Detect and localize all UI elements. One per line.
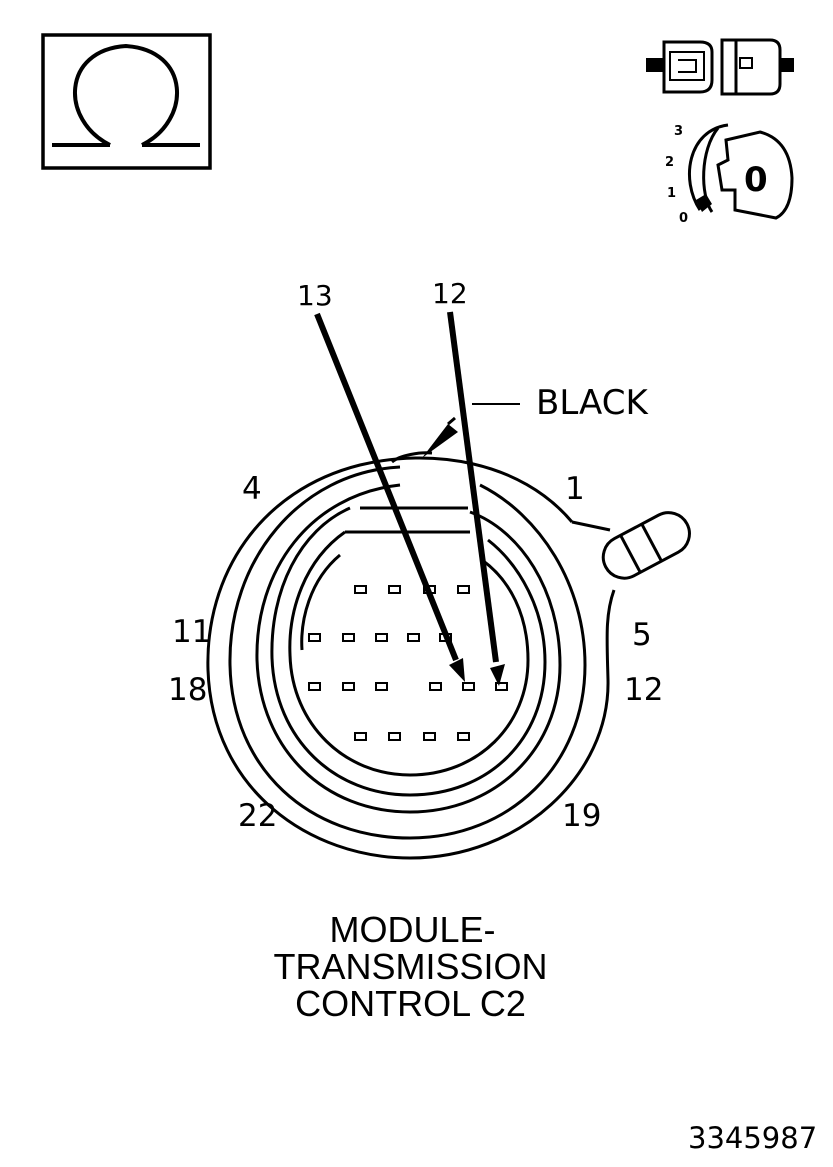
pin-label-22: 22 <box>238 798 278 834</box>
ignition-position-1: 1 <box>667 186 677 201</box>
ignition-position-0: 0 <box>679 211 689 226</box>
pin-cavities <box>308 585 508 741</box>
probe-label-12: 12 <box>432 277 468 310</box>
pin-label-19: 19 <box>562 798 602 834</box>
ignition-key-label: 0 <box>744 160 768 200</box>
connector-housing <box>206 456 616 860</box>
connector-color-label: BLACK <box>536 383 648 423</box>
pin-label-12: 12 <box>624 672 664 708</box>
pin-label-5: 5 <box>632 617 652 653</box>
figure-number: 3345987 <box>688 1121 818 1155</box>
pin-label-4: 4 <box>242 471 262 507</box>
pin-label-11: 11 <box>172 614 212 650</box>
pin-label-18: 18 <box>168 672 208 708</box>
title-line-2: TRANSMISSION <box>273 946 548 987</box>
probe-label-13: 13 <box>297 279 333 312</box>
ignition-position-3: 3 <box>674 124 684 139</box>
probe-arrow-12 <box>447 311 505 686</box>
probe-arrow-13 <box>314 312 465 682</box>
title-line-3: CONTROL C2 <box>295 983 526 1024</box>
title-line-1: MODULE- <box>329 909 496 950</box>
ignition-position-2: 2 <box>665 155 675 170</box>
pin-label-1: 1 <box>565 471 585 507</box>
connector-latch <box>601 511 691 580</box>
